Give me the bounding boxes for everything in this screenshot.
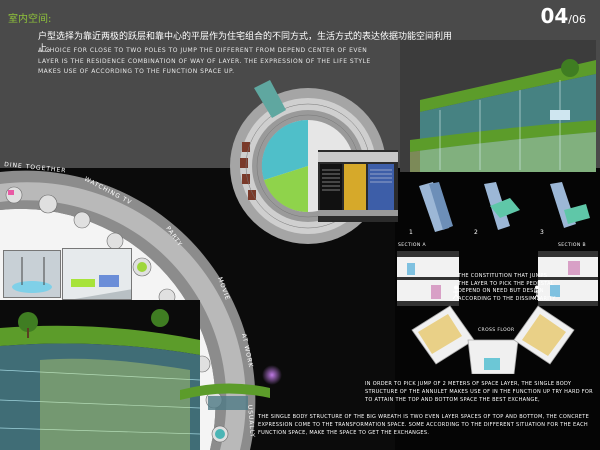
- interior-render-1: [3, 250, 61, 298]
- purple-light-accent: [262, 365, 282, 385]
- page-number-total: /06: [568, 13, 586, 26]
- interior-render-2: [62, 248, 132, 300]
- english-description: A choice for close to two poles to jump …: [38, 47, 371, 75]
- label-usually: USUALLY: [246, 405, 256, 439]
- section-a-drawing: [397, 251, 459, 306]
- page-number-current: 04: [540, 4, 569, 28]
- corridor-elevation: [318, 150, 398, 222]
- diagram-number-3: 3: [540, 229, 544, 236]
- section-heading: 室内空间:: [8, 14, 52, 25]
- section-b-drawing: [538, 251, 598, 306]
- green-slab-render: [180, 370, 270, 410]
- building-render-top-right: [400, 40, 596, 172]
- layer-jump-caption: In order to pick jump of 2 meters of spa…: [365, 381, 593, 403]
- constitution-caption: The constitution that jumps the layer to…: [458, 273, 556, 302]
- wreath-structure-caption: The single body structure of the big wre…: [258, 414, 590, 436]
- cross-floor-plans: [410, 300, 576, 374]
- page-number: 04/06: [540, 4, 586, 28]
- diagram-number-1: 1: [409, 229, 413, 236]
- layer-diagram-1: 1: [405, 176, 463, 238]
- section-b-label: SECTION B: [558, 243, 586, 248]
- building-render-bottom-left: [0, 300, 200, 450]
- chinese-description: 户型选择为靠近两极的跃层和靠中心的平层作为住宅组合的不同方式，生活方式的表达依据…: [38, 32, 453, 54]
- cross-floor-label: CROSS FLOOR: [478, 328, 515, 333]
- layer-diagram-3: 3: [536, 176, 596, 238]
- section-a-label: SECTION A: [398, 243, 426, 248]
- diagonal-connector: [250, 80, 290, 120]
- layer-diagram-2: 2: [470, 176, 530, 238]
- person-icon: [532, 285, 542, 299]
- person-icon: [451, 285, 461, 299]
- diagram-number-2: 2: [474, 229, 478, 236]
